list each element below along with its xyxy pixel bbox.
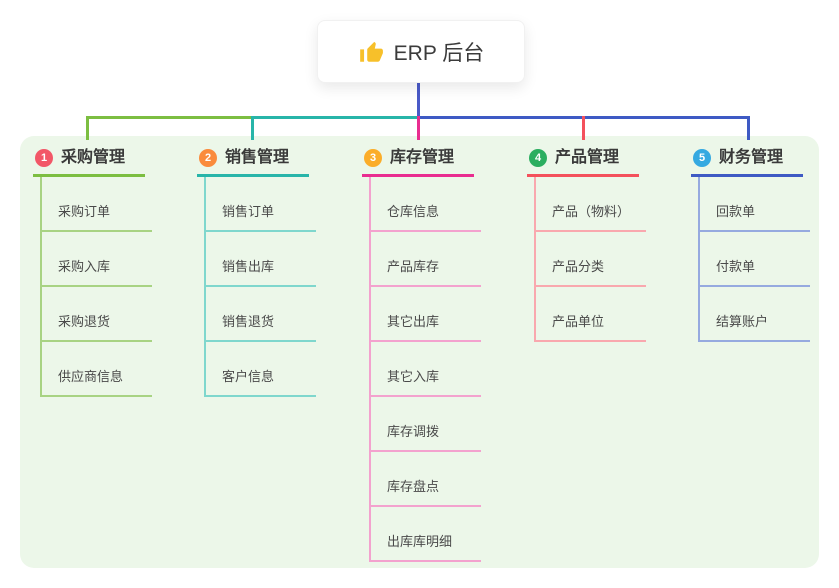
branch-drop-line-inventory xyxy=(417,116,420,140)
child-node[interactable]: 仓库信息 xyxy=(371,177,481,232)
child-node[interactable]: 结算账户 xyxy=(700,287,810,342)
branch-title-node-finance[interactable]: 5 财务管理 xyxy=(691,147,804,177)
branch-sales: 2 销售管理 销售订单 销售出库 销售退货 客户信息 xyxy=(197,147,316,397)
branch-title-label: 采购管理 xyxy=(61,149,126,166)
branch-title-node-product[interactable]: 4 产品管理 xyxy=(527,147,640,177)
child-node[interactable]: 库存盘点 xyxy=(371,452,481,507)
branch-children-sales: 销售订单 销售出库 销售退货 客户信息 xyxy=(204,177,316,397)
child-node[interactable]: 销售出库 xyxy=(206,232,316,287)
branch-title-node-inventory[interactable]: 3 库存管理 xyxy=(362,147,475,177)
branch-number-badge: 1 xyxy=(35,149,53,167)
branch-title-label: 库存管理 xyxy=(390,149,455,166)
child-node[interactable]: 产品分类 xyxy=(536,232,646,287)
connector-bus-segment-green xyxy=(86,116,253,119)
child-node[interactable]: 客户信息 xyxy=(206,342,316,397)
branch-title-node-sales[interactable]: 2 销售管理 xyxy=(197,147,310,177)
branch-drop-line-product xyxy=(582,116,585,140)
branch-number-badge: 3 xyxy=(364,149,382,167)
child-node[interactable]: 库存调拨 xyxy=(371,397,481,452)
branch-children-purchase: 采购订单 采购入库 采购退货 供应商信息 xyxy=(40,177,152,397)
branch-inventory: 3 库存管理 仓库信息 产品库存 其它出库 其它入库 库存调拨 库存盘点 出库库… xyxy=(362,147,481,562)
branch-children-finance: 回款单 付款单 结算账户 xyxy=(698,177,810,342)
root-connector-line xyxy=(417,79,420,116)
child-node[interactable]: 供应商信息 xyxy=(42,342,152,397)
child-node[interactable]: 其它出库 xyxy=(371,287,481,342)
thumbs-up-icon xyxy=(358,39,384,65)
branch-title-label: 销售管理 xyxy=(225,149,290,166)
branch-drop-line-purchase xyxy=(86,116,89,140)
branch-drop-line-sales xyxy=(251,116,254,140)
branch-title-label: 产品管理 xyxy=(555,149,620,166)
root-label: ERP 后台 xyxy=(393,41,485,65)
branch-purchase: 1 采购管理 采购订单 采购入库 采购退货 供应商信息 xyxy=(33,147,152,397)
branch-product: 4 产品管理 产品（物料） 产品分类 产品单位 xyxy=(527,147,647,342)
branch-finance: 5 财务管理 回款单 付款单 结算账户 xyxy=(691,147,810,342)
branch-drop-line-finance xyxy=(747,116,750,140)
branch-title-label: 财务管理 xyxy=(719,149,784,166)
branch-number-badge: 5 xyxy=(693,149,711,167)
mindmap-panel xyxy=(20,136,819,568)
child-node[interactable]: 销售订单 xyxy=(206,177,316,232)
child-node[interactable]: 回款单 xyxy=(700,177,810,232)
root-node[interactable]: ERP 后台 xyxy=(317,20,525,83)
child-node[interactable]: 采购订单 xyxy=(42,177,152,232)
child-node[interactable]: 付款单 xyxy=(700,232,810,287)
branch-children-inventory: 仓库信息 产品库存 其它出库 其它入库 库存调拨 库存盘点 出库库明细 xyxy=(369,177,481,562)
child-node[interactable]: 出库库明细 xyxy=(371,507,481,562)
branch-number-badge: 2 xyxy=(199,149,217,167)
branch-children-product: 产品（物料） 产品分类 产品单位 xyxy=(534,177,647,342)
child-node[interactable]: 采购退货 xyxy=(42,287,152,342)
child-node[interactable]: 产品（物料） xyxy=(536,177,647,232)
child-node[interactable]: 产品单位 xyxy=(536,287,646,342)
child-node[interactable]: 采购入库 xyxy=(42,232,152,287)
branch-title-node-purchase[interactable]: 1 采购管理 xyxy=(33,147,146,177)
child-node[interactable]: 销售退货 xyxy=(206,287,316,342)
child-node[interactable]: 产品库存 xyxy=(371,232,481,287)
branch-number-badge: 4 xyxy=(529,149,547,167)
child-node[interactable]: 其它入库 xyxy=(371,342,481,397)
connector-bus-segment-teal xyxy=(253,116,418,119)
